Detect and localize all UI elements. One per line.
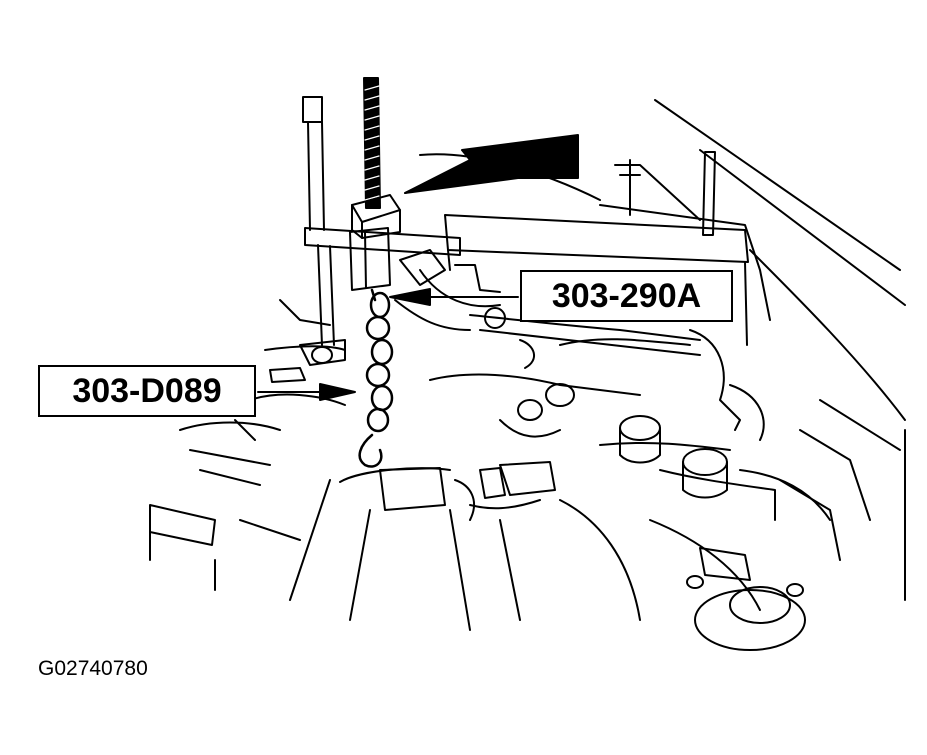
lifting-block <box>349 194 401 291</box>
leader-arrowheads <box>319 288 431 401</box>
engine-components <box>289 249 901 651</box>
tool-callout-label: 303-D089 <box>72 371 222 410</box>
lifting-chain <box>358 288 394 468</box>
tool-callout-label: 303-290A <box>551 276 702 315</box>
lift-direction-arrows <box>404 134 579 194</box>
figure-identifier: G02740780 <box>38 657 148 680</box>
tool-callout-303-d089: 303-D089 <box>38 365 256 417</box>
background-brackets <box>614 151 716 236</box>
support-fixture <box>269 96 461 383</box>
left-structure <box>149 299 346 591</box>
threaded-rod <box>363 77 381 209</box>
tool-callout-303-290a: 303-290A <box>520 270 733 322</box>
